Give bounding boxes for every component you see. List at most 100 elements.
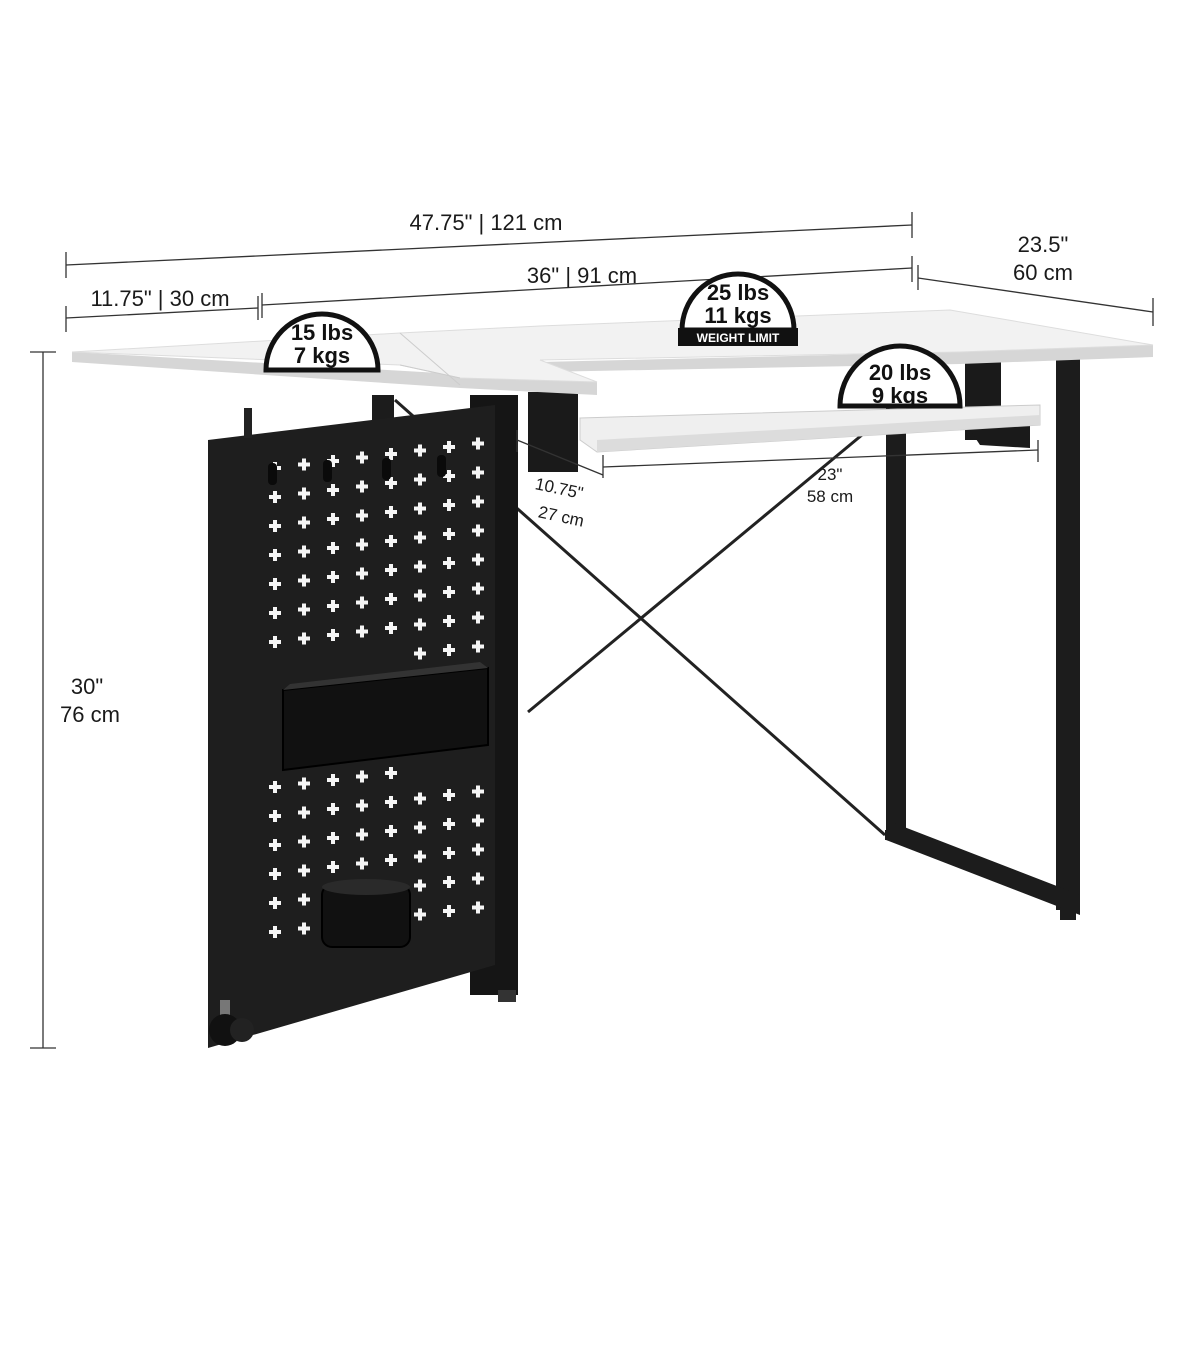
right-leg-frame — [885, 350, 1080, 920]
tray-width-inches-label: 23" — [818, 465, 843, 484]
pegboard-hole — [414, 502, 426, 515]
pegboard-hole — [269, 491, 281, 503]
pegboard-hole — [298, 632, 310, 645]
tray-depth-cm-label: 27 cm — [537, 503, 586, 531]
pegboard-hole — [298, 603, 310, 616]
pegboard-hole — [472, 843, 484, 856]
pegboard-hole — [385, 767, 397, 779]
pegboard-hole — [414, 908, 426, 921]
pegboard-hooks — [268, 455, 446, 485]
pegboard-hole — [385, 854, 397, 866]
pegboard-hole — [414, 850, 426, 863]
pegboard-hole — [472, 611, 484, 624]
pegboard-hole — [443, 615, 455, 627]
pegboard-hole — [327, 832, 339, 844]
pegboard-hole — [443, 557, 455, 569]
pegboard-hole — [443, 528, 455, 540]
pegboard-hole — [356, 480, 368, 493]
cross-brace — [527, 418, 881, 714]
pegboard-hole — [298, 922, 310, 935]
pegboard-hole — [327, 861, 339, 873]
pegboard-hole — [472, 553, 484, 566]
pegboard-hole — [356, 596, 368, 609]
pegboard-hole — [356, 567, 368, 580]
pegboard-hole — [356, 857, 368, 870]
pegboard-hole — [414, 647, 426, 660]
pegboard-hole — [298, 893, 310, 906]
pegboard-hole — [385, 448, 397, 460]
pegboard-hole — [385, 477, 397, 489]
pegboard-hole — [298, 835, 310, 848]
pegboard-hole — [385, 535, 397, 547]
pegboard-hole — [443, 905, 455, 917]
pegboard-hole — [414, 444, 426, 457]
pegboard-hole — [414, 792, 426, 805]
pegboard-hole — [443, 586, 455, 598]
pegboard-hole — [443, 441, 455, 453]
pegboard-hole — [443, 876, 455, 888]
pegboard-hole — [385, 593, 397, 605]
pegboard-hole — [414, 821, 426, 834]
pegboard-hole — [327, 803, 339, 815]
pegboard-hole — [269, 520, 281, 532]
pegboard-hole — [385, 622, 397, 634]
pegboard-hole — [356, 799, 368, 812]
pegboard-hole — [356, 538, 368, 551]
pegboard-hole — [327, 629, 339, 641]
pegboard-hole — [472, 785, 484, 798]
pegboard-hole — [472, 524, 484, 537]
leaf-weight-kgs: 7 kgs — [294, 343, 350, 368]
pegboard-hole — [298, 777, 310, 790]
pegboard-hole — [269, 810, 281, 822]
pegboard-hole — [327, 455, 339, 467]
weight-limit-caption: WEIGHT LIMIT — [697, 331, 780, 345]
pegboard-hole — [356, 451, 368, 464]
caster-wheel — [209, 1000, 254, 1046]
pegboard-hole — [356, 770, 368, 783]
pegboard-hole — [385, 564, 397, 576]
pegboard-hole — [269, 839, 281, 851]
pegboard-hole — [298, 574, 310, 587]
pegboard-hole — [356, 509, 368, 522]
pegboard-hole — [443, 644, 455, 656]
pegboard-hole — [414, 560, 426, 573]
mesh-basket-small — [321, 879, 411, 948]
pegboard-hole — [472, 814, 484, 827]
pegboard-hole — [414, 531, 426, 544]
tabletop — [71, 309, 1154, 395]
pegboard-hole — [269, 868, 281, 880]
pegboard-hole — [414, 473, 426, 486]
pegboard-hole — [472, 640, 484, 653]
weight-badge-top: 25 lbs 11 kgs WEIGHT LIMIT — [678, 271, 798, 346]
tray-depth-inches-label: 10.75" — [533, 474, 584, 503]
pegboard-hole — [298, 458, 310, 471]
pegboard-hole — [298, 545, 310, 558]
pegboard-hole — [298, 516, 310, 529]
pegboard-hole — [472, 872, 484, 885]
pegboard-hole — [327, 571, 339, 583]
pegboard-hole — [298, 487, 310, 500]
pegboard-hole — [298, 806, 310, 819]
depth-inches-label: 23.5" — [1018, 232, 1069, 257]
pegboard-hole — [443, 470, 455, 482]
height-inches-label: 30" — [71, 674, 103, 699]
pegboard-hole — [327, 600, 339, 612]
tray-width-cm-label: 58 cm — [807, 487, 853, 506]
top-weight-kgs: 11 kgs — [704, 303, 771, 328]
pegboard-hole — [472, 466, 484, 479]
pegboard-hole — [269, 607, 281, 619]
leaf-width-label: 11.75" | 30 cm — [90, 286, 229, 311]
pegboard-hole — [269, 926, 281, 938]
pegboard-hole — [385, 796, 397, 808]
depth-cm-label: 60 cm — [1013, 260, 1073, 285]
leaf-weight-lbs: 15 lbs — [291, 320, 353, 345]
weight-badge-leaf: 15 lbs 7 kgs — [263, 311, 381, 373]
main-width-label: 36" | 91 cm — [527, 263, 637, 288]
pegboard-hole — [269, 781, 281, 793]
pegboard-hole — [327, 513, 339, 525]
overall-width-label: 47.75" | 121 cm — [410, 210, 563, 235]
pegboard-hole — [327, 484, 339, 496]
pegboard-hole — [443, 499, 455, 511]
pegboard-hole — [414, 879, 426, 892]
